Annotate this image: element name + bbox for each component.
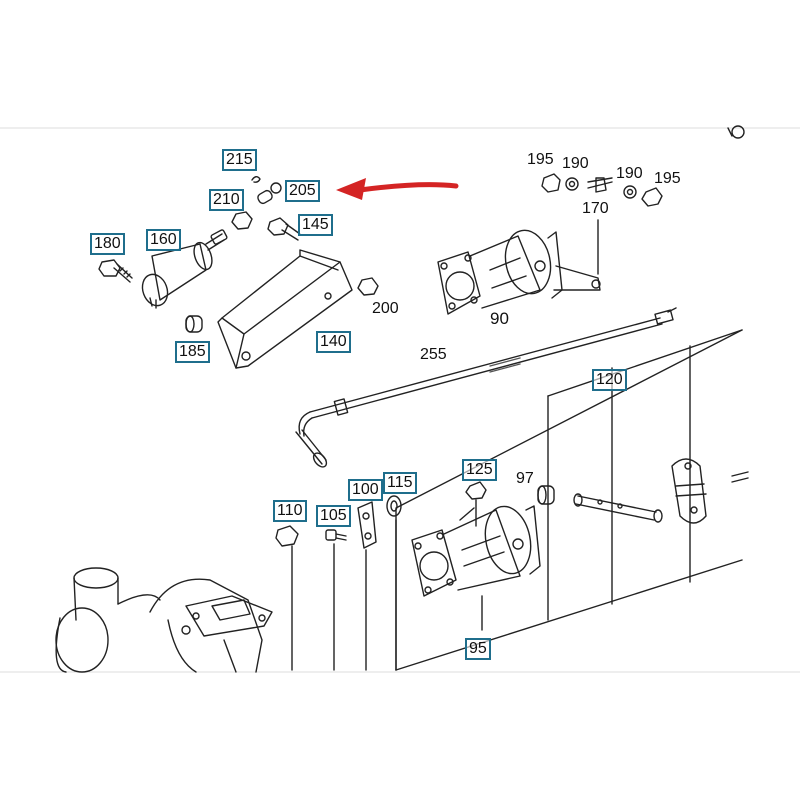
bushing-185-icon xyxy=(185,315,203,333)
callout-160: 160 xyxy=(146,229,181,251)
clip-215-icon xyxy=(251,176,261,183)
washer-190-right-icon xyxy=(623,185,637,199)
bolt-105-icon xyxy=(325,529,347,541)
callout-145: 145 xyxy=(298,214,333,236)
callout-140: 140 xyxy=(316,331,351,353)
nut-195-right-icon xyxy=(641,187,663,207)
callout-105: 105 xyxy=(316,505,351,527)
bolt-145-icon xyxy=(267,217,301,241)
corner-mark-icon xyxy=(727,125,745,139)
callout-205: 205 xyxy=(285,180,320,202)
hinge-plate-icon xyxy=(671,458,707,524)
callout-195-right: 195 xyxy=(654,170,681,187)
callout-185: 185 xyxy=(175,341,210,363)
callout-255: 255 xyxy=(420,346,447,363)
callout-115: 115 xyxy=(383,472,417,494)
bolt-110-icon xyxy=(275,525,299,671)
callout-195-left: 195 xyxy=(527,151,554,168)
valve-housing-90-icon xyxy=(437,229,601,315)
callout-215: 215 xyxy=(222,149,257,171)
callout-125: 125 xyxy=(462,459,497,481)
callout-200: 200 xyxy=(372,300,399,317)
linkage-rod-255-icon xyxy=(295,307,677,468)
elbow-fitting-205-icon xyxy=(257,182,282,205)
callout-190-left: 190 xyxy=(562,155,589,172)
bracket-140-icon xyxy=(217,249,353,369)
callout-97: 97 xyxy=(516,470,534,487)
callout-110: 110 xyxy=(273,500,307,522)
bushing-115-icon xyxy=(386,495,402,517)
nut-195-left-icon xyxy=(541,173,561,193)
washer-190-left-icon xyxy=(565,177,579,191)
vacuum-actuator-160-icon xyxy=(141,229,228,309)
nut-125-icon xyxy=(465,481,487,500)
nut-210-icon xyxy=(231,211,253,230)
callout-120: 120 xyxy=(592,369,627,391)
callout-170: 170 xyxy=(582,200,609,217)
bolt-180-icon xyxy=(98,259,133,283)
shaft-icon xyxy=(573,493,663,523)
callout-190-right: 190 xyxy=(616,165,643,182)
cabinet-panel-outline-icon xyxy=(395,329,743,671)
lever-100-icon xyxy=(357,501,377,549)
callout-210: 210 xyxy=(209,189,244,211)
callout-95: 95 xyxy=(465,638,491,660)
bolt-right-edge-icon xyxy=(731,471,749,483)
bushing-97-icon xyxy=(537,485,555,505)
callout-90: 90 xyxy=(490,309,509,328)
callout-180: 180 xyxy=(90,233,125,255)
nut-200-icon xyxy=(357,277,379,296)
valve-housing-95-icon xyxy=(411,505,541,597)
callout-100: 100 xyxy=(348,479,383,501)
turbocharger-icon xyxy=(55,567,273,673)
stud-170-icon xyxy=(587,177,613,193)
highlight-arrow-icon xyxy=(336,178,459,200)
